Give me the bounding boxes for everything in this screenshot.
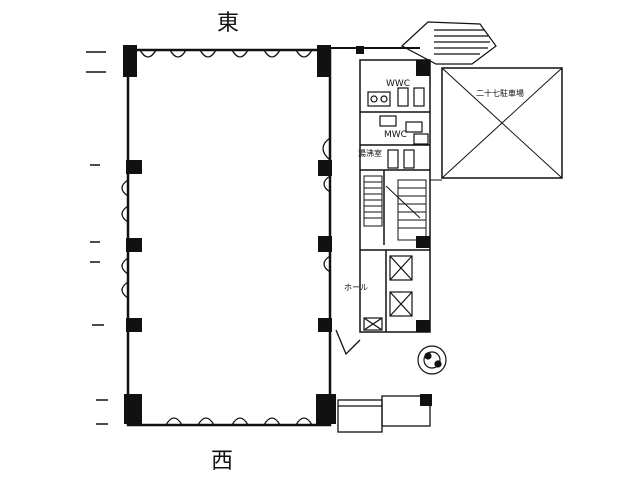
parking-area	[430, 67, 563, 181]
mwc-label: MWC	[384, 130, 407, 140]
bottom-windows	[165, 417, 313, 426]
stairs	[363, 175, 427, 241]
office-doors	[322, 137, 361, 356]
top-windows	[139, 49, 313, 58]
wwc-label: WWC	[386, 79, 410, 89]
parking-label: 二十七駐車場	[476, 88, 524, 98]
toilet-fixtures	[367, 87, 429, 169]
compass-label-east: 東	[217, 11, 239, 36]
entrance-annex	[337, 395, 431, 433]
exterior-stair	[400, 21, 497, 65]
grid-marks	[86, 51, 108, 425]
structural-columns	[123, 45, 432, 424]
service-core	[359, 59, 431, 333]
kitchen-label: 湯沸室	[358, 148, 382, 158]
office-space	[126, 47, 420, 427]
tree-symbol	[417, 345, 447, 375]
compass-label-west: 西	[211, 449, 233, 474]
elevator-shafts	[363, 255, 413, 331]
hall-label: ホール	[344, 283, 368, 292]
left-windows	[121, 179, 129, 299]
